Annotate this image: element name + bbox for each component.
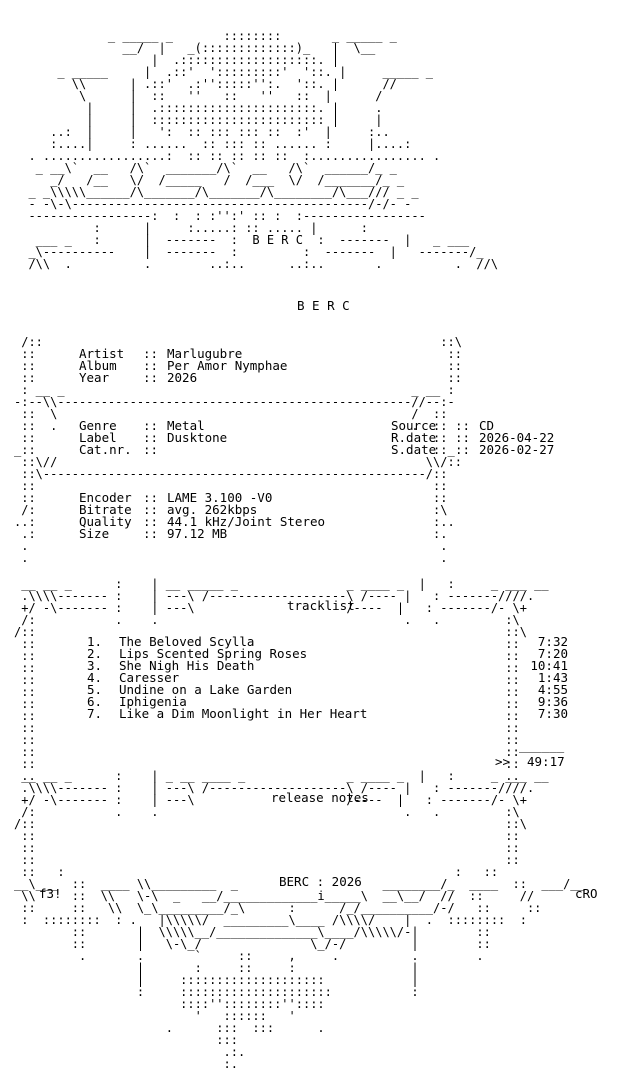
total-underline: ______ (519, 738, 565, 753)
genre-label: Genre (79, 418, 117, 433)
tracklist-frame-art: __ __ _ : | __ _____ _ _ ____ _ | : _ __… (14, 577, 549, 783)
footer-left-tag: f3! (39, 886, 62, 901)
track-title: She Nigh His Death (119, 658, 255, 673)
sdate-sep: :: (455, 442, 471, 457)
source-sep: :: (455, 418, 471, 433)
artist-value: Marlugubre (167, 346, 243, 361)
source-value: CD (479, 418, 495, 433)
track-time: 7:32 (537, 634, 568, 649)
footer-right-tag: cRO (575, 886, 598, 901)
header-ascii-art: _ _____ _ :::::::: _ _____ _ __/ | _(:::… (28, 29, 499, 271)
size-label: Size (79, 526, 110, 541)
label-value: Dusktone (167, 430, 228, 445)
track-title: Lips Scented Spring Roses (119, 646, 308, 661)
track-time: 7:20 (537, 646, 568, 661)
track-title: Iphigenia (119, 694, 187, 709)
track-num: 7. (87, 706, 103, 721)
artist-label: Artist (79, 346, 125, 361)
notes-title: release notes (271, 790, 369, 805)
track-time: 10:41 (530, 658, 568, 673)
label-sep: :: (143, 430, 159, 445)
year-label: Year (79, 370, 110, 385)
info-frame-art: /:: ::\ :: :: :: :: :: (14, 335, 462, 565)
year-value: 2026 (167, 370, 198, 385)
track-time: 7:30 (537, 706, 568, 721)
encoder-value: LAME 3.100 -V0 (167, 490, 273, 505)
tracklist-title: tracklist (287, 598, 355, 613)
track-title: The Beloved Scylla (119, 634, 255, 649)
genre-value: Metal (167, 418, 205, 433)
track-title: Undine on a Lake Garden (119, 682, 293, 697)
footer-credit: BERC : 2026 (279, 874, 362, 889)
catnr-sep: :: (143, 442, 159, 457)
year-sep: :: (143, 370, 159, 385)
quality-value: 44.1 kHz/Joint Stereo (167, 514, 326, 529)
source-label: Source (391, 418, 437, 433)
encoder-sep: :: (143, 490, 159, 505)
sdate-label: S.date (391, 442, 437, 457)
total-prefix: >> (495, 754, 511, 769)
footer-ascii-art: :: : : :: __\___ :: ____ \\_________ _ _… (14, 865, 585, 1071)
size-value: 97.12 MB (167, 526, 228, 541)
rdate-label: R.date (391, 430, 437, 445)
size-sep: :: (143, 526, 159, 541)
track-time: 4:55 (537, 682, 568, 697)
label-label: Label (79, 430, 117, 445)
banner-group: B E R C (297, 298, 350, 313)
notes-frame-art: __ __ _ : | _ __ ____ _ _ ____ _ | : _ _… (14, 769, 549, 867)
track-num: 6. (87, 694, 103, 709)
album-value: Per Amor Nymphae (167, 358, 288, 373)
track-num: 3. (87, 658, 103, 673)
track-time: 9:36 (537, 694, 568, 709)
album-sep: :: (143, 358, 159, 373)
quality-sep: :: (143, 514, 159, 529)
track-time: 1:43 (537, 670, 568, 685)
track-num: 5. (87, 682, 103, 697)
bitrate-sep: :: (143, 502, 159, 517)
total-time: 49:17 (527, 754, 565, 769)
track-num: 1. (87, 634, 103, 649)
encoder-label: Encoder (79, 490, 132, 505)
track-title: Like a Dim Moonlight in Her Heart (119, 706, 368, 721)
album-label: Album (79, 358, 117, 373)
bitrate-value: avg. 262kbps (167, 502, 258, 517)
track-num: 2. (87, 646, 103, 661)
genre-sep: :: (143, 418, 159, 433)
rdate-sep: :: (455, 430, 471, 445)
quality-label: Quality (79, 514, 132, 529)
track-title: Caresser (119, 670, 180, 685)
rdate-value: 2026-04-22 (479, 430, 555, 445)
track-num: 4. (87, 670, 103, 685)
bitrate-label: Bitrate (79, 502, 132, 517)
sdate-value: 2026-02-27 (479, 442, 555, 457)
catnr-label: Cat.nr. (79, 442, 132, 457)
artist-sep: :: (143, 346, 159, 361)
